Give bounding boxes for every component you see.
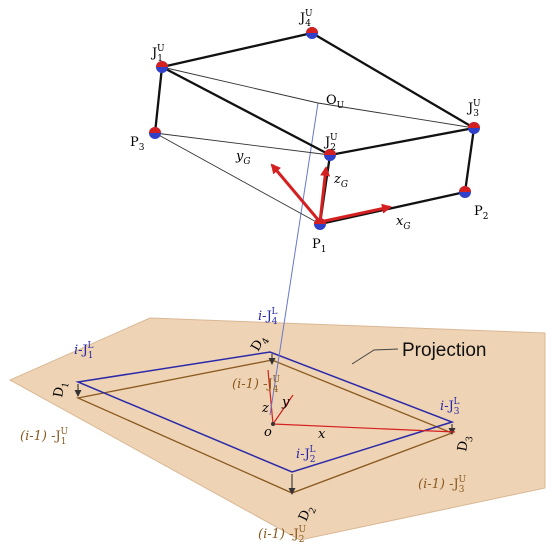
- node-p2: [459, 186, 471, 198]
- label-axis-z: z: [261, 401, 269, 416]
- label-axis-yg: yG: [235, 149, 251, 167]
- label-prev-j1: (i-1) -J1U: [20, 427, 68, 447]
- label-i-j2-lower: i-J2L: [296, 445, 316, 465]
- label-axis-zg: zG: [333, 172, 348, 190]
- node-j3: [468, 122, 480, 134]
- label-prev-j4: (i-1) -J4U: [232, 375, 280, 395]
- upper-axes: [270, 163, 392, 224]
- label-ou: OU: [326, 93, 345, 111]
- label-p1: P1: [312, 237, 326, 255]
- label-axis-x: x: [318, 427, 326, 442]
- label-i-j3-lower: i-J3L: [440, 397, 460, 417]
- lower-blue-rectangle: [75, 351, 455, 473]
- label-j1-upper: J1U: [150, 44, 165, 64]
- label-prev-j2: (i-1) -J2U: [258, 525, 306, 545]
- label-j2-upper: J2U: [323, 133, 338, 153]
- label-origin-o: o: [264, 425, 272, 440]
- label-p2: P2: [474, 204, 488, 222]
- projection-line: [269, 102, 319, 416]
- label-p3: P3: [130, 135, 145, 153]
- joint-nodes: [149, 27, 480, 230]
- label-i-j1-lower: i-J1L: [74, 341, 94, 361]
- label-d3: D3: [455, 434, 476, 453]
- label-i-j4-lower: i-J4L: [258, 307, 278, 327]
- node-j4: [306, 27, 318, 39]
- label-d4: D4: [248, 332, 272, 355]
- label-projection: Projection: [402, 340, 487, 361]
- label-prev-j3: (i-1) -J3U: [418, 475, 466, 495]
- node-p3: [149, 127, 161, 139]
- upper-box-thick: [153, 31, 476, 226]
- label-d2: D2: [296, 503, 319, 525]
- label-axis-y: y: [281, 395, 290, 410]
- label-d1: D1: [51, 380, 72, 399]
- lower-axes: [267, 369, 456, 433]
- projection-plane: [8, 317, 546, 541]
- node-j1: [156, 61, 168, 73]
- callout-leader: [351, 348, 399, 365]
- label-j3-upper: J3U: [466, 99, 481, 119]
- label-j4-upper: J4U: [298, 9, 313, 29]
- node-p1: [314, 218, 326, 230]
- label-axis-xg: xG: [396, 214, 411, 232]
- distance-ticks: [74, 354, 456, 495]
- node-j2: [324, 149, 336, 161]
- upper-box-thin: [154, 66, 475, 225]
